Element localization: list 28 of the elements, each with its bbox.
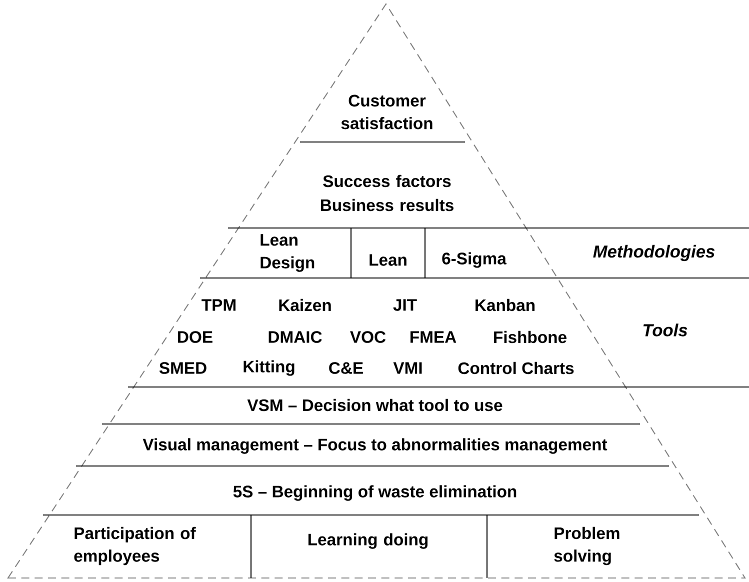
level-text: VSM – Decision what tool to use xyxy=(247,398,502,412)
level-text: Problem solving xyxy=(554,526,620,566)
level-text: Learning doing xyxy=(308,533,428,549)
category-label: Tools xyxy=(643,324,688,336)
tool-label: TPM xyxy=(202,299,236,311)
tool-label: VOC xyxy=(350,331,386,343)
tool-label: Control Charts xyxy=(458,362,574,374)
tool-label: DMAIC xyxy=(268,331,322,343)
level-text: Customer satisfaction xyxy=(341,94,432,130)
level-text: 6-Sigma xyxy=(442,252,507,268)
tool-label: JIT xyxy=(393,299,417,311)
level-text: Lean xyxy=(370,254,406,266)
level-text: 5S – Beginning of waste elimination xyxy=(233,485,516,501)
tool-label: DOE xyxy=(178,331,212,343)
level-text: Visual management – Focus to abnormalities management xyxy=(142,438,608,454)
category-label: Methodologies xyxy=(593,244,715,262)
tool-label: FMEA xyxy=(410,331,456,343)
tool-label: Fishbone xyxy=(494,330,566,344)
tool-label: C&E xyxy=(329,362,363,374)
tool-label: Kitting xyxy=(244,360,294,376)
tool-label: Kaizen xyxy=(279,298,331,312)
level-text: Lean Design xyxy=(260,234,314,272)
level-text: Business results xyxy=(320,198,454,212)
tool-label: VMI xyxy=(393,362,422,374)
tool-label: SMED xyxy=(159,362,206,374)
level-text: Participation of employees xyxy=(74,526,196,566)
tool-label: Kanban xyxy=(476,298,535,312)
level-text: Success factors xyxy=(323,174,451,188)
